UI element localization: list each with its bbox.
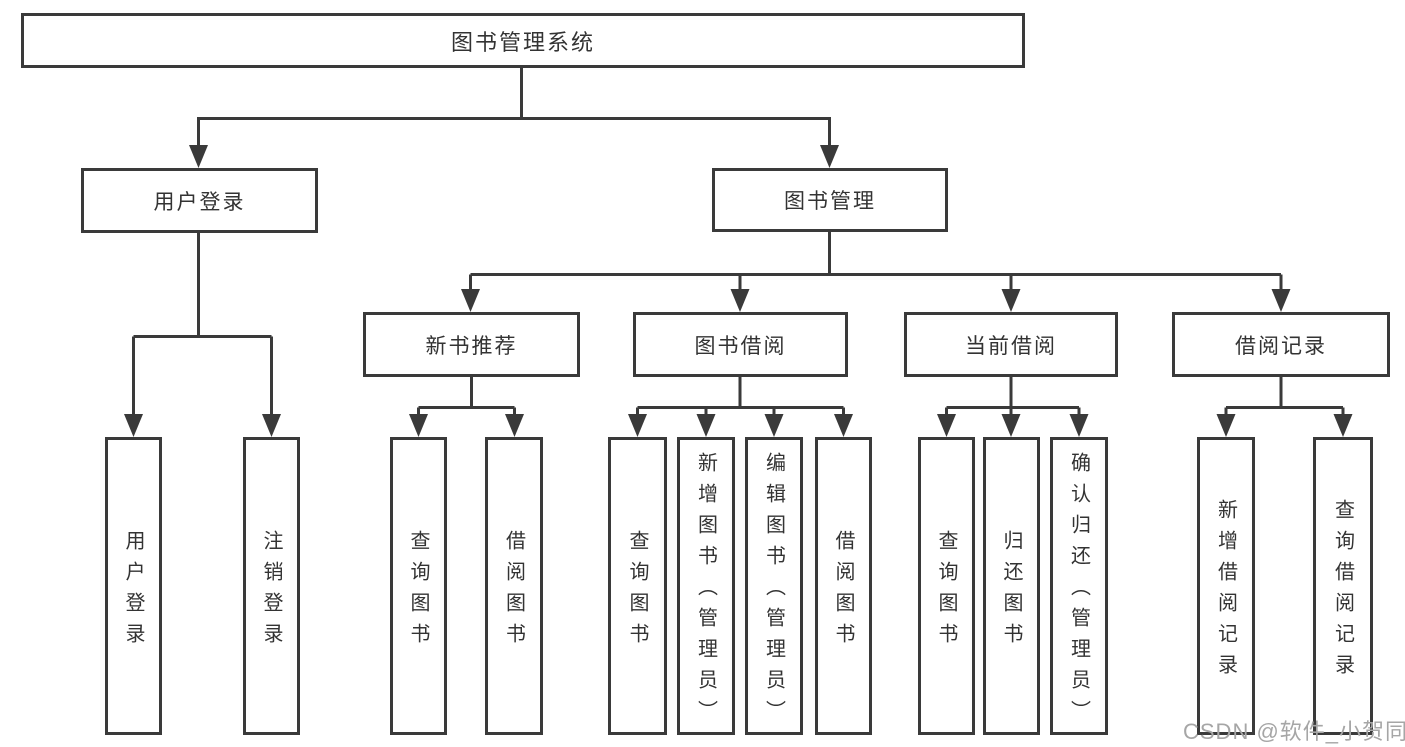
arrowhead-leaf-edit-books-admin bbox=[764, 414, 784, 437]
node-book-borrowing: 图书借阅 bbox=[633, 312, 848, 377]
node-label: 查询借阅记录 bbox=[1331, 498, 1354, 685]
leaf-query-borrow-record: 查询借阅记录 bbox=[1313, 437, 1373, 735]
leaf-user-login: 用户登录 bbox=[105, 437, 162, 735]
leaf-add-books-admin: 新增图书（管理员） bbox=[677, 437, 735, 735]
csdn-watermark: CSDN @软件_小贺同学 bbox=[1183, 719, 1405, 744]
node-label: 当前借阅 bbox=[965, 334, 1057, 358]
node-label: 确认归还（管理员） bbox=[1067, 452, 1090, 731]
arrowhead-book-management bbox=[820, 145, 839, 168]
node-label: 图书借阅 bbox=[694, 334, 787, 358]
node-label: 注销登录 bbox=[260, 529, 282, 654]
node-label: 用户登录 bbox=[153, 190, 246, 214]
node-user-login: 用户登录 bbox=[81, 168, 318, 233]
node-label: 查询图书 bbox=[626, 529, 648, 654]
arrowhead-current-borrowing bbox=[1001, 289, 1021, 312]
leaf-add-borrow-record: 新增借阅记录 bbox=[1197, 437, 1255, 735]
leaf-logout: 注销登录 bbox=[243, 437, 300, 735]
node-label: 新书推荐 bbox=[425, 334, 518, 358]
node-label: 新增图书（管理员） bbox=[694, 452, 717, 731]
leaf-return-books: 归还图书 bbox=[983, 437, 1040, 735]
node-label: 编辑图书（管理员） bbox=[762, 452, 785, 731]
arrowhead-leaf-query-books-2 bbox=[628, 414, 647, 437]
node-borrowing-records: 借阅记录 bbox=[1172, 312, 1390, 377]
arrowhead-leaf-logout bbox=[262, 414, 281, 437]
connector-current-borrowing-children bbox=[945, 377, 1081, 416]
node-current-borrowing: 当前借阅 bbox=[904, 312, 1118, 377]
connector-root-to-level2 bbox=[197, 68, 831, 147]
arrowhead-book-borrowing bbox=[730, 289, 750, 312]
connector-book-borrowing-children bbox=[636, 377, 845, 416]
leaf-confirm-return-admin: 确认归还（管理员） bbox=[1050, 437, 1108, 735]
node-label: 图书管理系统 bbox=[450, 29, 595, 55]
node-label: 用户登录 bbox=[122, 529, 144, 654]
arrowhead-new-book-recommend bbox=[461, 289, 480, 312]
arrowhead-leaf-query-books-1 bbox=[409, 414, 428, 437]
node-label: 借阅记录 bbox=[1235, 334, 1327, 358]
node-new-book-recommend: 新书推荐 bbox=[363, 312, 580, 377]
node-label: 借阅图书 bbox=[502, 529, 525, 654]
node-book-management: 图书管理 bbox=[712, 168, 948, 232]
node-label: 查询图书 bbox=[935, 529, 957, 654]
node-label: 归还图书 bbox=[1000, 529, 1022, 654]
node-label: 借阅图书 bbox=[832, 529, 854, 654]
arrowhead-leaf-borrow-books-1 bbox=[505, 414, 524, 437]
arrowhead-leaf-borrow-books-2 bbox=[834, 414, 853, 437]
arrowhead-user-login bbox=[189, 145, 208, 168]
node-label: 新增借阅记录 bbox=[1214, 498, 1237, 685]
leaf-query-books-1: 查询图书 bbox=[390, 437, 447, 735]
arrowhead-leaf-query-borrow-record bbox=[1333, 414, 1353, 437]
leaf-edit-books-admin: 编辑图书（管理员） bbox=[745, 437, 803, 735]
leaf-query-books-2: 查询图书 bbox=[608, 437, 667, 735]
arrowhead-leaf-user-login bbox=[124, 414, 143, 437]
connector-book-management-children bbox=[469, 232, 1283, 291]
connector-user-login-children bbox=[132, 233, 273, 416]
node-label: 查询图书 bbox=[407, 529, 429, 654]
leaf-borrow-books-2: 借阅图书 bbox=[815, 437, 872, 735]
arrowhead-borrowing-records bbox=[1271, 289, 1291, 312]
arrowhead-leaf-add-books-admin bbox=[696, 414, 716, 437]
connector-new-book-recommend-children bbox=[417, 377, 516, 416]
leaf-borrow-books-1: 借阅图书 bbox=[485, 437, 543, 735]
connector-borrowing-records-children bbox=[1224, 377, 1345, 416]
leaf-query-books-3: 查询图书 bbox=[918, 437, 975, 735]
node-label: 图书管理 bbox=[784, 190, 876, 213]
node-library-management-system: 图书管理系统 bbox=[21, 13, 1025, 68]
arrowhead-leaf-query-books-3 bbox=[937, 414, 956, 437]
arrowhead-leaf-return-books bbox=[1001, 414, 1021, 437]
arrowhead-leaf-confirm-return-admin bbox=[1069, 414, 1089, 437]
arrowhead-leaf-add-borrow-record bbox=[1216, 414, 1236, 437]
